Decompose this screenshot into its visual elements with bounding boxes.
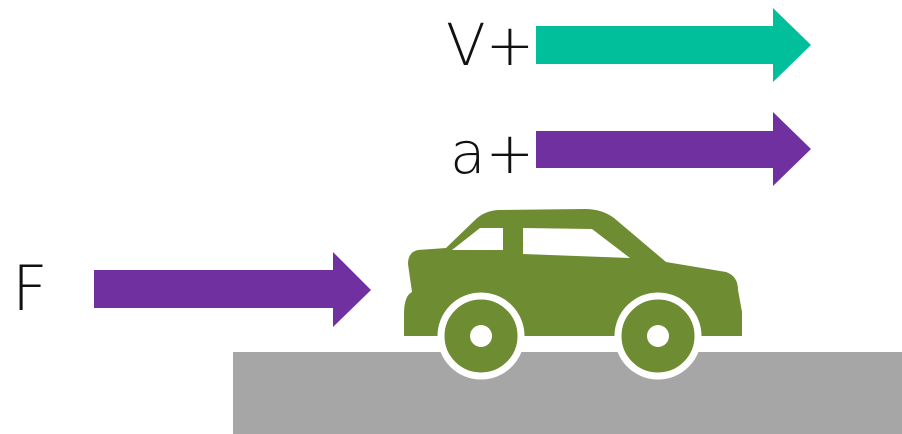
ground: [233, 352, 902, 434]
acceleration-arrow: [536, 112, 811, 186]
car-icon: [404, 209, 742, 380]
velocity-arrow: [536, 8, 811, 82]
force-arrow: [94, 252, 371, 327]
velocity-label: V+: [446, 11, 535, 79]
force-label: F: [12, 252, 48, 325]
acceleration-label: a+: [450, 119, 535, 187]
